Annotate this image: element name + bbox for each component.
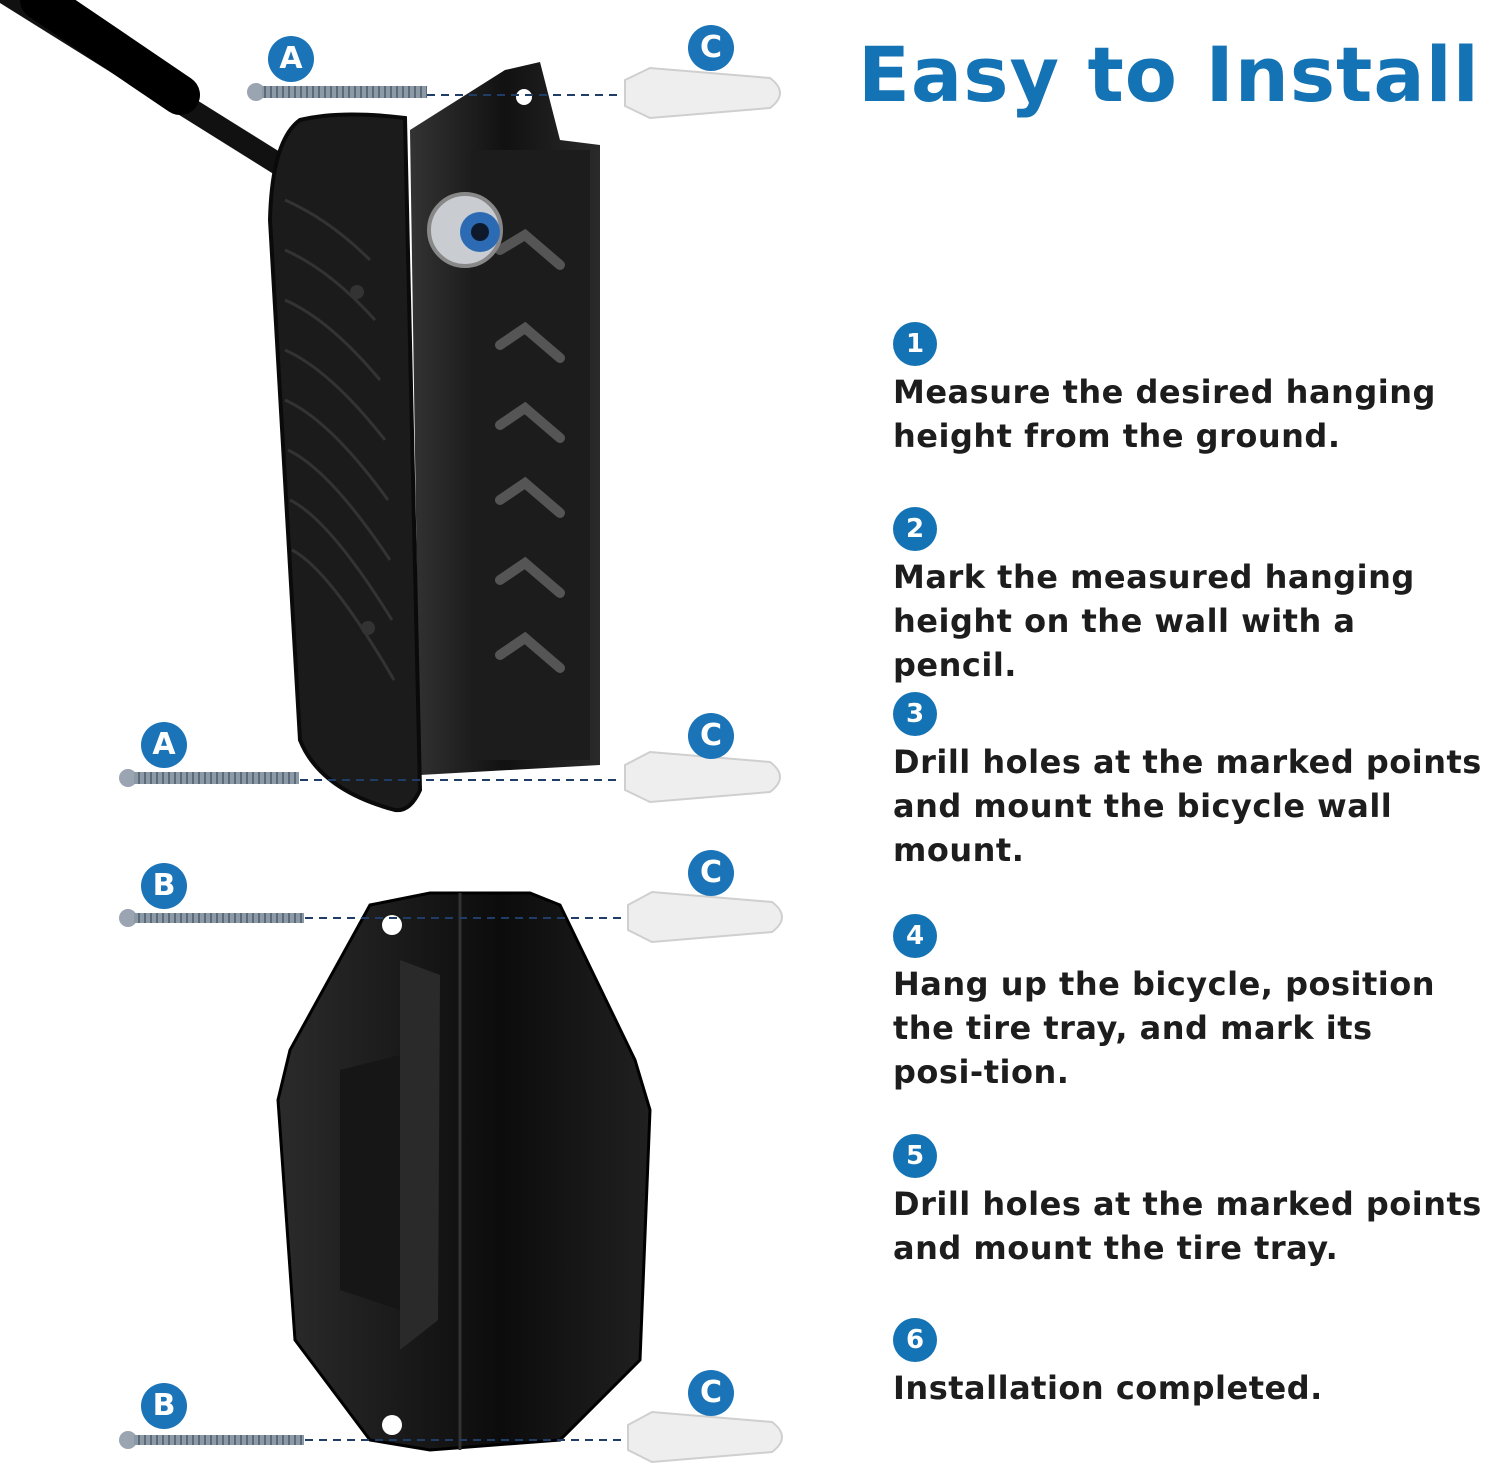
step-text: Drill holes at the marked points and mou… <box>893 1185 1482 1267</box>
screw-a-top <box>247 83 427 101</box>
wall-mount <box>267 62 600 813</box>
screw-b-top <box>119 909 304 927</box>
label-c-1: C <box>688 25 734 71</box>
label-b-top: B <box>141 863 187 909</box>
step-number: 6 <box>893 1318 937 1362</box>
step-2: 2 Mark the measured hanging height on th… <box>893 507 1488 687</box>
step-number: 5 <box>893 1134 937 1178</box>
step-number: 3 <box>893 692 937 736</box>
step-number: 4 <box>893 914 937 958</box>
step-text: Hang up the bicycle, position the tire t… <box>893 965 1436 1091</box>
step-4: 4 Hang up the bicycle, position the tire… <box>893 914 1488 1094</box>
step-text: Measure the desired hanging height from … <box>893 373 1436 455</box>
label-c-4: C <box>688 1370 734 1416</box>
step-number: 2 <box>893 507 937 551</box>
step-3: 3 Drill holes at the marked points and m… <box>893 692 1488 872</box>
anchor-2 <box>624 750 781 804</box>
step-number: 1 <box>893 322 937 366</box>
step-text: Mark the measured hanging height on the … <box>893 558 1415 684</box>
label-a-bottom: A <box>141 722 187 768</box>
anchor-4 <box>627 1410 783 1464</box>
step-1: 1 Measure the desired hanging height fro… <box>893 322 1488 458</box>
screw-a-bottom <box>119 769 299 787</box>
step-text: Drill holes at the marked points and mou… <box>893 743 1482 869</box>
label-c-3: C <box>688 850 734 896</box>
label-c-2: C <box>688 713 734 759</box>
screw-b-bottom <box>119 1431 304 1449</box>
anchor-1 <box>624 66 781 120</box>
installation-illustration <box>0 0 783 1464</box>
step-5: 5 Drill holes at the marked points and m… <box>893 1134 1488 1270</box>
step-6: 6 Installation completed. <box>893 1318 1488 1410</box>
anchor-3 <box>627 890 783 944</box>
bicycle-pole <box>0 0 286 175</box>
page-title: Easy to Install <box>858 30 1480 119</box>
label-a-top: A <box>268 36 314 82</box>
tire-tray <box>276 891 652 1452</box>
label-b-bottom: B <box>141 1383 187 1429</box>
step-text: Installation completed. <box>893 1369 1323 1407</box>
